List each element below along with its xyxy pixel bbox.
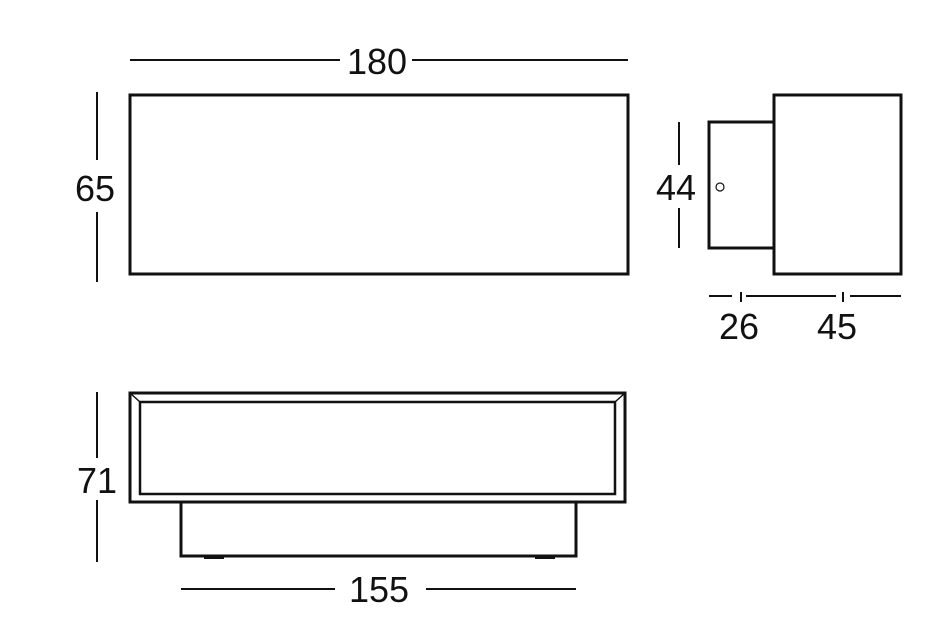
bottom-view-housing — [128, 391, 627, 504]
side-view-body — [772, 93, 903, 276]
bevel-right-1 — [614, 392, 626, 403]
top-width-label: 180 — [347, 41, 407, 82]
bottom-height-label: 71 — [77, 460, 117, 501]
bottom-view-base — [179, 500, 578, 558]
bottom-view-foot-left — [204, 556, 224, 559]
top-view: 180 65 — [75, 41, 630, 282]
side-depth-back-label: 45 — [817, 306, 857, 347]
bottom-width-label: 155 — [349, 569, 409, 610]
bottom-view-inner-frame — [138, 400, 617, 496]
top-height-label: 65 — [75, 168, 115, 209]
top-view-body — [128, 93, 630, 276]
bevel-left-1 — [129, 392, 141, 403]
mount-hole-icon — [715, 182, 725, 192]
bottom-view-foot-right — [535, 556, 555, 559]
bottom-view: 71 155 — [77, 391, 627, 610]
side-view: 44 26 45 — [656, 93, 903, 347]
side-depth-front-label: 26 — [719, 306, 759, 347]
side-height-label: 44 — [656, 167, 696, 208]
